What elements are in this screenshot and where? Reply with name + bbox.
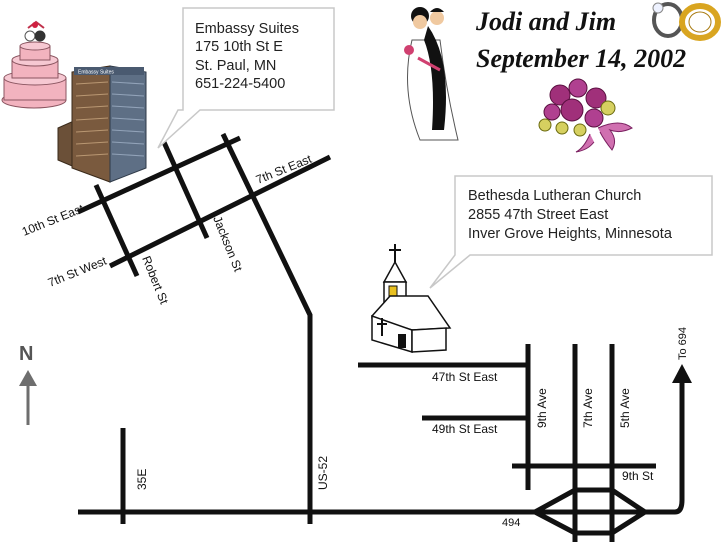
north-arrow-head <box>19 370 37 386</box>
north-label: N <box>19 343 33 365</box>
church-name: Bethesda Lutheran Church <box>468 188 641 204</box>
wedding-title: Jodi and Jim September 14, 2002 <box>475 7 686 73</box>
label-robert-st: Robert St <box>139 254 171 307</box>
label-to-694: To 694 <box>677 327 689 360</box>
couple-names: Jodi and Jim <box>475 7 616 36</box>
road-7th-st <box>108 154 332 269</box>
hotel-callout-bubble <box>157 7 335 149</box>
label-5th-ave: 5th Ave <box>618 388 632 428</box>
road-robert-st <box>93 183 140 278</box>
hotel-name: Embassy Suites <box>195 21 299 37</box>
road-us-52 <box>220 132 313 524</box>
hotel-building-icon: Embassy Suites <box>57 65 147 183</box>
road-jackson-st <box>160 138 210 240</box>
road-to-694 <box>640 382 685 515</box>
hotel-sign <box>74 67 144 75</box>
wedding-date: September 14, 2002 <box>476 44 686 73</box>
wedding-cake-icon <box>1 20 67 109</box>
church-icon <box>371 244 452 354</box>
hotel-city: St. Paul, MN <box>195 58 276 74</box>
church-city: Inver Grove Heights, Minnesota <box>468 226 673 242</box>
label-7th-st-west: 7th St West <box>46 253 109 289</box>
wedding-rings-icon <box>652 2 721 41</box>
label-7th-ave: 7th Ave <box>581 388 595 428</box>
label-494: 494 <box>502 517 520 529</box>
label-us-52: US-52 <box>316 456 330 490</box>
label-10th-st-east: 10th St East <box>20 201 86 239</box>
church-street: 2855 47th Street East <box>468 207 608 223</box>
label-49th-st-east: 49th St East <box>432 422 498 436</box>
bouquet-icon <box>538 78 633 153</box>
label-jackson-st: Jackson St <box>210 214 245 274</box>
church-callout: Bethesda Lutheran Church 2855 47th Stree… <box>429 175 713 289</box>
hotel-callout: Embassy Suites 175 10th St E St. Paul, M… <box>157 7 335 149</box>
hotel-sign-text: Embassy Suites <box>78 70 114 76</box>
label-9th-ave: 9th Ave <box>535 388 549 428</box>
church-callout-bubble <box>429 175 713 289</box>
south-roads <box>78 344 692 542</box>
label-9th-st: 9th St <box>622 469 654 483</box>
hotel-phone: 651-224-5400 <box>195 76 285 92</box>
downtown-roads <box>76 132 332 524</box>
north-arrow: N <box>19 343 37 425</box>
label-47th-st-east: 47th St East <box>432 370 498 384</box>
label-35e: 35E <box>135 469 149 490</box>
hotel-street: 175 10th St E <box>195 39 283 55</box>
bride-groom-icon <box>404 7 459 141</box>
to-694-arrowhead <box>672 364 692 383</box>
